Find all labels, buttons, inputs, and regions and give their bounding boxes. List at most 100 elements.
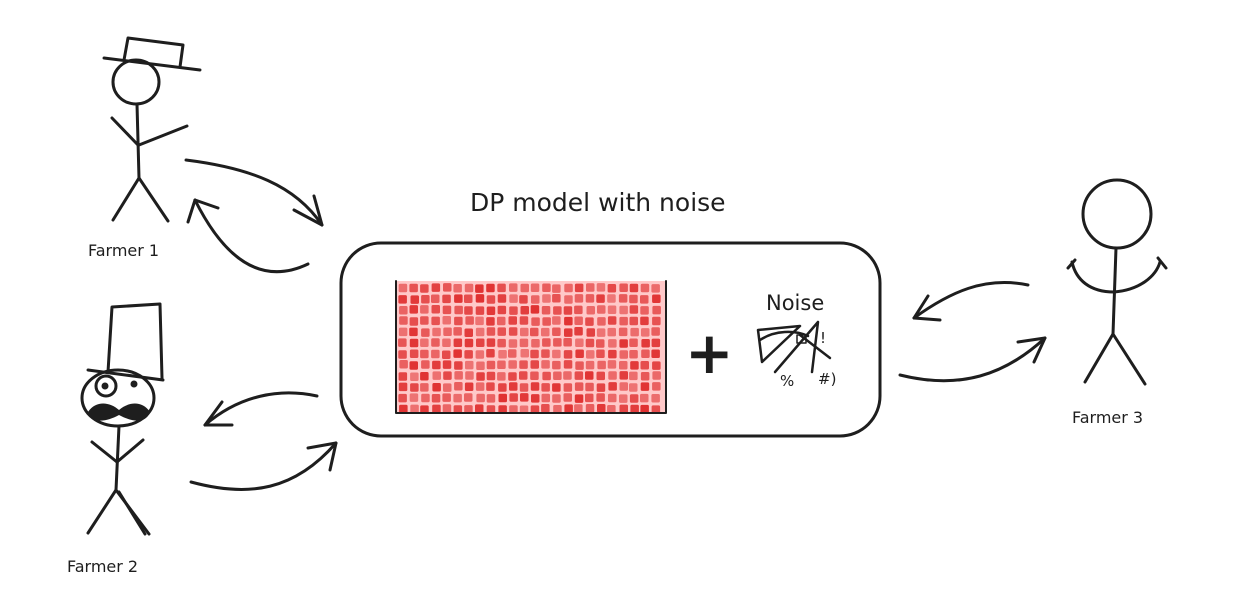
grid-cell [596, 371, 605, 381]
grid-cell [563, 306, 573, 315]
dp-model-box: + Noise ! % #) [339, 241, 882, 438]
mustache-icon [88, 403, 150, 421]
grid-cell [453, 327, 462, 336]
grid-cell [629, 283, 639, 293]
grid-cell [497, 294, 507, 303]
grid-cell [552, 360, 561, 370]
grid-cell [652, 371, 661, 380]
data-grid [395, 280, 667, 414]
grid-cell [475, 350, 485, 359]
grid-cell [607, 360, 617, 369]
grid-cell [431, 394, 441, 403]
farmer-3: Farmer 3 [1066, 178, 1168, 427]
grid-cell [421, 360, 430, 369]
grid-cell [497, 283, 506, 293]
grid-cell [552, 327, 561, 336]
grid-cell [607, 405, 616, 414]
grid-cell [475, 382, 485, 391]
grid-cell [486, 327, 496, 336]
grid-cell [530, 371, 539, 380]
grid-cell [619, 404, 628, 414]
grid-cell [442, 316, 451, 325]
grid-cell [454, 305, 463, 315]
grid-cell [563, 371, 572, 380]
grid-cell [564, 316, 573, 326]
grid-cell [596, 283, 606, 292]
grid-cell [640, 393, 649, 403]
farmer-1: Farmer 1 [88, 36, 202, 260]
arrow-model-to-farmer1 [186, 198, 310, 274]
grid-cell [552, 394, 561, 403]
grid-cell [421, 328, 430, 337]
grid-cell [410, 295, 419, 304]
grid-cell [640, 382, 650, 391]
grid-cell [530, 305, 540, 314]
grid-cell [552, 294, 561, 303]
grid-cell [442, 393, 451, 402]
grid-cell [531, 339, 540, 348]
grid-cell [640, 361, 649, 370]
grid-cell [498, 350, 507, 359]
grid-cell [574, 294, 584, 303]
grid-cell [475, 404, 484, 413]
grid-cell [619, 371, 628, 380]
arrow-farmer3-to-model [912, 281, 1030, 322]
grid-cell [410, 404, 419, 414]
grid-cell [486, 295, 496, 304]
grid-cell [542, 317, 551, 326]
noise-glyph-percent: % [780, 372, 794, 390]
grid-cell [464, 294, 473, 303]
grid-cell [520, 306, 529, 315]
grid-cell [575, 361, 584, 370]
grid-cell [498, 393, 507, 403]
grid-cell [652, 305, 661, 315]
grid-cell [531, 295, 540, 304]
grid-cell [432, 327, 441, 337]
grid-cell [651, 405, 661, 414]
grid-cell [464, 306, 473, 315]
grid-cell [519, 338, 529, 348]
grid-cell [454, 294, 463, 303]
grid-cell [432, 371, 441, 380]
grid-cell [530, 382, 540, 391]
grid-cell [629, 371, 638, 381]
grid-cell [530, 405, 540, 414]
grid-cell [454, 382, 463, 391]
grid-cell [651, 349, 660, 358]
grid-cell [520, 327, 529, 337]
grid-cell [431, 316, 440, 326]
grid-cell [508, 316, 517, 325]
grid-cell [564, 283, 573, 293]
grid-cell [431, 338, 440, 347]
grid-cell [519, 383, 529, 392]
grid-cell [497, 305, 507, 315]
grid-cell [465, 371, 474, 380]
data-grid-cells [398, 283, 661, 414]
grid-cell [497, 372, 506, 381]
grid-cell [552, 383, 561, 392]
grid-cell [553, 306, 562, 315]
grid-cell [608, 382, 617, 391]
grid-cell [640, 372, 650, 381]
farmer-3-label: Farmer 3 [1072, 408, 1143, 427]
grid-cell [585, 371, 594, 380]
grid-cell [597, 317, 606, 326]
grid-cell [563, 350, 573, 359]
diagram-title: DP model with noise [470, 188, 726, 217]
grid-cell [574, 404, 583, 413]
grid-cell [652, 382, 661, 391]
grid-cell [475, 284, 484, 293]
grid-cell [520, 393, 529, 402]
grid-cell [531, 394, 540, 403]
grid-cell [431, 349, 440, 359]
grid-cell [399, 404, 408, 414]
grid-cell [608, 371, 617, 380]
grid-cell [619, 339, 628, 348]
grid-cell [563, 338, 572, 347]
grid-cell [619, 394, 628, 403]
grid-cell [607, 327, 616, 337]
grid-cell [453, 349, 462, 358]
grid-cell [585, 294, 595, 303]
grid-cell [619, 361, 628, 370]
grid-cell [420, 349, 429, 359]
